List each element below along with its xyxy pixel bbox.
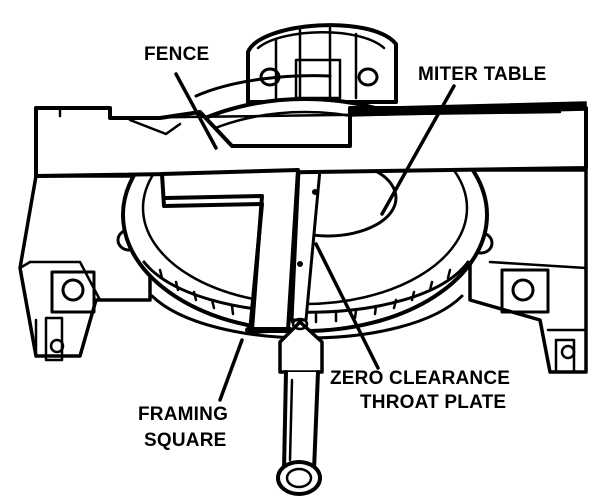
saw-handle [276,317,324,496]
leader-miter-table [380,84,456,216]
square-label: SQUARE [144,430,227,451]
throat-plate-label: THROAT PLATE [360,392,507,413]
framing-label: FRAMING [138,404,229,425]
leader-lines [174,72,456,402]
pivot-housing [246,23,398,104]
leader-framing-square [218,338,244,402]
leader-fence [174,72,218,150]
framing-square [160,168,300,334]
fence [34,101,588,178]
miter-table-label: MITER TABLE [418,64,547,85]
fence-label: FENCE [144,44,210,65]
zero-clearance-label: ZERO CLEARANCE [330,368,511,389]
leader-zero-clearance [314,242,380,370]
